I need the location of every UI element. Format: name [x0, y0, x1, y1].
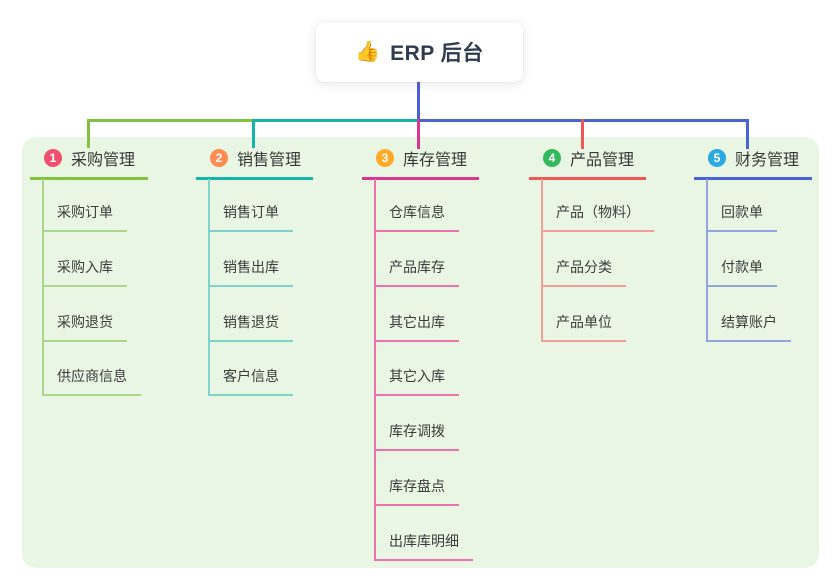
- connector-children-sales: [208, 179, 210, 395]
- branches-panel: [22, 137, 819, 568]
- child-node[interactable]: 库存盘点: [374, 476, 459, 506]
- badge-1-icon: 1: [44, 149, 62, 167]
- child-node[interactable]: 产品库存: [374, 257, 459, 287]
- connector-children-product: [541, 179, 543, 341]
- child-node[interactable]: 客户信息: [208, 366, 293, 396]
- connector-children-inventory: [374, 179, 376, 560]
- badge-5-icon: 5: [708, 149, 726, 167]
- connector-children-purchase: [42, 179, 44, 395]
- thumbs-up-icon: 👍: [355, 41, 381, 63]
- connector-stub-finance: [746, 119, 749, 149]
- child-node[interactable]: 付款单: [706, 257, 777, 287]
- branch-header-inventory[interactable]: 3 库存管理: [362, 147, 479, 180]
- child-node[interactable]: 产品（物料）: [541, 202, 654, 232]
- connector-horizontal-sales: [252, 119, 419, 122]
- branch-label: 采购管理: [71, 152, 136, 169]
- branch-header-purchase[interactable]: 1 采购管理: [30, 147, 148, 180]
- child-node[interactable]: 其它入库: [374, 366, 459, 396]
- connector-children-finance: [706, 179, 708, 341]
- child-node[interactable]: 产品单位: [541, 312, 626, 342]
- connector-root-vertical: [417, 82, 420, 120]
- badge-2-icon: 2: [210, 149, 228, 167]
- child-node[interactable]: 采购订单: [42, 202, 127, 232]
- connector-stub-purchase: [87, 119, 90, 148]
- branch-label: 产品管理: [570, 152, 635, 169]
- child-node[interactable]: 销售退货: [208, 312, 293, 342]
- badge-3-icon: 3: [376, 149, 394, 167]
- child-node[interactable]: 其它出库: [374, 312, 459, 342]
- branch-header-finance[interactable]: 5 财务管理: [694, 147, 812, 180]
- child-node[interactable]: 供应商信息: [42, 366, 141, 396]
- connector-stub-inventory: [417, 119, 420, 149]
- child-node[interactable]: 产品分类: [541, 257, 626, 287]
- connector-horizontal-purchase: [87, 119, 254, 122]
- child-node[interactable]: 采购入库: [42, 257, 127, 287]
- child-node[interactable]: 销售订单: [208, 202, 293, 232]
- child-node[interactable]: 仓库信息: [374, 202, 459, 232]
- branch-label: 销售管理: [237, 152, 302, 169]
- root-node[interactable]: 👍 ERP 后台: [316, 22, 523, 82]
- badge-4-icon: 4: [543, 149, 561, 167]
- connector-stub-product: [581, 119, 584, 149]
- root-label: ERP 后台: [390, 42, 484, 65]
- branch-header-product[interactable]: 4 产品管理: [529, 147, 646, 180]
- branch-label: 财务管理: [735, 152, 800, 169]
- child-node[interactable]: 库存调拨: [374, 421, 459, 451]
- branch-header-sales[interactable]: 2 销售管理: [196, 147, 313, 180]
- branch-label: 库存管理: [403, 152, 468, 169]
- connector-stub-sales: [252, 119, 255, 148]
- child-node[interactable]: 结算账户: [706, 312, 791, 342]
- child-node[interactable]: 出库库明细: [374, 531, 473, 561]
- child-node[interactable]: 采购退货: [42, 312, 127, 342]
- child-node[interactable]: 回款单: [706, 202, 777, 232]
- child-node[interactable]: 销售出库: [208, 257, 293, 287]
